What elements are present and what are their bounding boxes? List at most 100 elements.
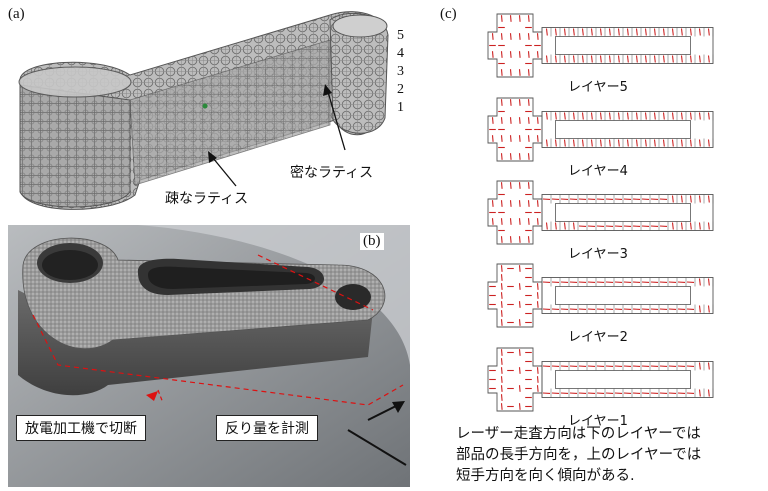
scan-mark: [518, 385, 521, 392]
scan-mark: [608, 112, 611, 120]
scan-mark: [518, 349, 521, 356]
scan-mark: [518, 69, 521, 76]
scan-mark: [500, 283, 503, 290]
scan-mark: [500, 358, 503, 365]
scan-layers-diagram: [487, 13, 714, 412]
layer-4-title: レイヤー4: [568, 164, 628, 179]
scan-mark: [536, 200, 539, 207]
scan-mark: [689, 139, 692, 147]
scan-mark: [500, 349, 503, 356]
scan-mark: [527, 135, 530, 142]
scan-mark: [518, 15, 521, 22]
printed-part-photo: [8, 225, 410, 487]
scan-mark: [671, 222, 674, 230]
layer-5-title: レイヤー5: [568, 80, 628, 95]
scan-mark: [662, 112, 665, 120]
scan-mark: [698, 195, 701, 203]
scan-mark: [590, 55, 593, 63]
scan-mark: [518, 99, 521, 106]
scan-mark: [662, 28, 665, 36]
scan-mark: [653, 55, 656, 63]
scan-mark: [518, 301, 521, 308]
scan-mark: [707, 28, 710, 36]
scan-mark: [617, 112, 620, 120]
scan-mark: [527, 200, 530, 207]
panel-c: (c) レーザー走査方向は下のレイヤーでは 部品の長手方向を，上のレイヤーでは …: [440, 0, 768, 491]
scan-mark: [518, 319, 521, 326]
scan-mark: [599, 112, 602, 120]
layer-number-3: 3: [397, 64, 404, 79]
scan-mark: [491, 218, 494, 225]
scan-mark: [572, 55, 575, 63]
scan-mark: [536, 283, 539, 290]
scan-mark: [509, 51, 512, 58]
scan-mark: [536, 135, 539, 142]
scan-mark: [581, 139, 584, 147]
scan-mark: [608, 55, 611, 63]
scan-mark: [590, 139, 593, 147]
scan-mark: [599, 55, 602, 63]
scan-mark: [635, 28, 638, 36]
scan-mark: [491, 33, 494, 40]
panel-c-label: (c): [440, 6, 457, 22]
panel-a: (a): [0, 0, 420, 215]
scan-mark: [689, 112, 692, 120]
scan-mark: [554, 28, 557, 36]
edm-cut-label: 放電加工機で切断: [16, 415, 146, 441]
scan-mark: [644, 55, 647, 63]
scan-mark: [527, 33, 530, 40]
scan-mark: [500, 135, 503, 142]
scan-mark: [581, 55, 584, 63]
scan-mark: [536, 376, 539, 383]
scan-mark: [689, 195, 692, 203]
scan-mark: [509, 200, 512, 207]
lattice-part-render: [18, 11, 389, 210]
scan-mark: [509, 182, 512, 189]
caption-line-3: 短手方向を向く傾向がある.: [456, 468, 635, 484]
scan-mark: [518, 236, 521, 243]
scan-mark: [500, 153, 503, 160]
scan-mark: [698, 278, 701, 286]
scan-mark: [518, 153, 521, 160]
scan-mark: [707, 112, 710, 120]
scan-mark: [680, 222, 683, 230]
scan-mark: [572, 28, 575, 36]
scan-mark: [500, 99, 503, 106]
scan-mark: [500, 51, 503, 58]
scan-mark: [500, 274, 503, 281]
scan-mark: [707, 278, 710, 286]
scan-mark: [536, 367, 539, 374]
scan-mark: [518, 51, 521, 58]
scan-mark: [662, 55, 665, 63]
scan-mark: [527, 69, 530, 76]
scan-mark: [500, 236, 503, 243]
scan-mark: [518, 33, 521, 40]
scan-mark: [698, 305, 701, 313]
scan-mark: [707, 362, 710, 370]
scan-mark: [608, 28, 611, 36]
scan-mark: [500, 385, 503, 392]
scan-mark: [518, 265, 521, 272]
scan-mark: [653, 28, 656, 36]
scan-mark: [500, 301, 503, 308]
scan-mark: [554, 55, 557, 63]
scan-mark: [698, 362, 701, 370]
scan-mark: [527, 153, 530, 160]
scan-mark: [509, 218, 512, 225]
scan-mark: [563, 55, 566, 63]
scan-mark: [671, 112, 674, 120]
scan-mark: [644, 28, 647, 36]
caption-line-1: レーザー走査方向は下のレイヤーでは: [456, 426, 701, 442]
layer-1-title: レイヤー1: [568, 414, 628, 429]
scan-mark: [500, 33, 503, 40]
scan-mark: [509, 117, 512, 124]
scan-mark: [680, 28, 683, 36]
layer-number-2: 2: [397, 82, 404, 97]
scan-mark: [626, 112, 629, 120]
scan-mark: [509, 69, 512, 76]
layer-3-schematic: [487, 180, 714, 245]
scan-direction-caption: レーザー走査方向は下のレイヤーでは 部品の長手方向を，上のレイヤーでは 短手方向…: [456, 424, 766, 487]
scan-mark: [707, 139, 710, 147]
scan-mark: [536, 301, 539, 308]
scan-mark: [500, 200, 503, 207]
